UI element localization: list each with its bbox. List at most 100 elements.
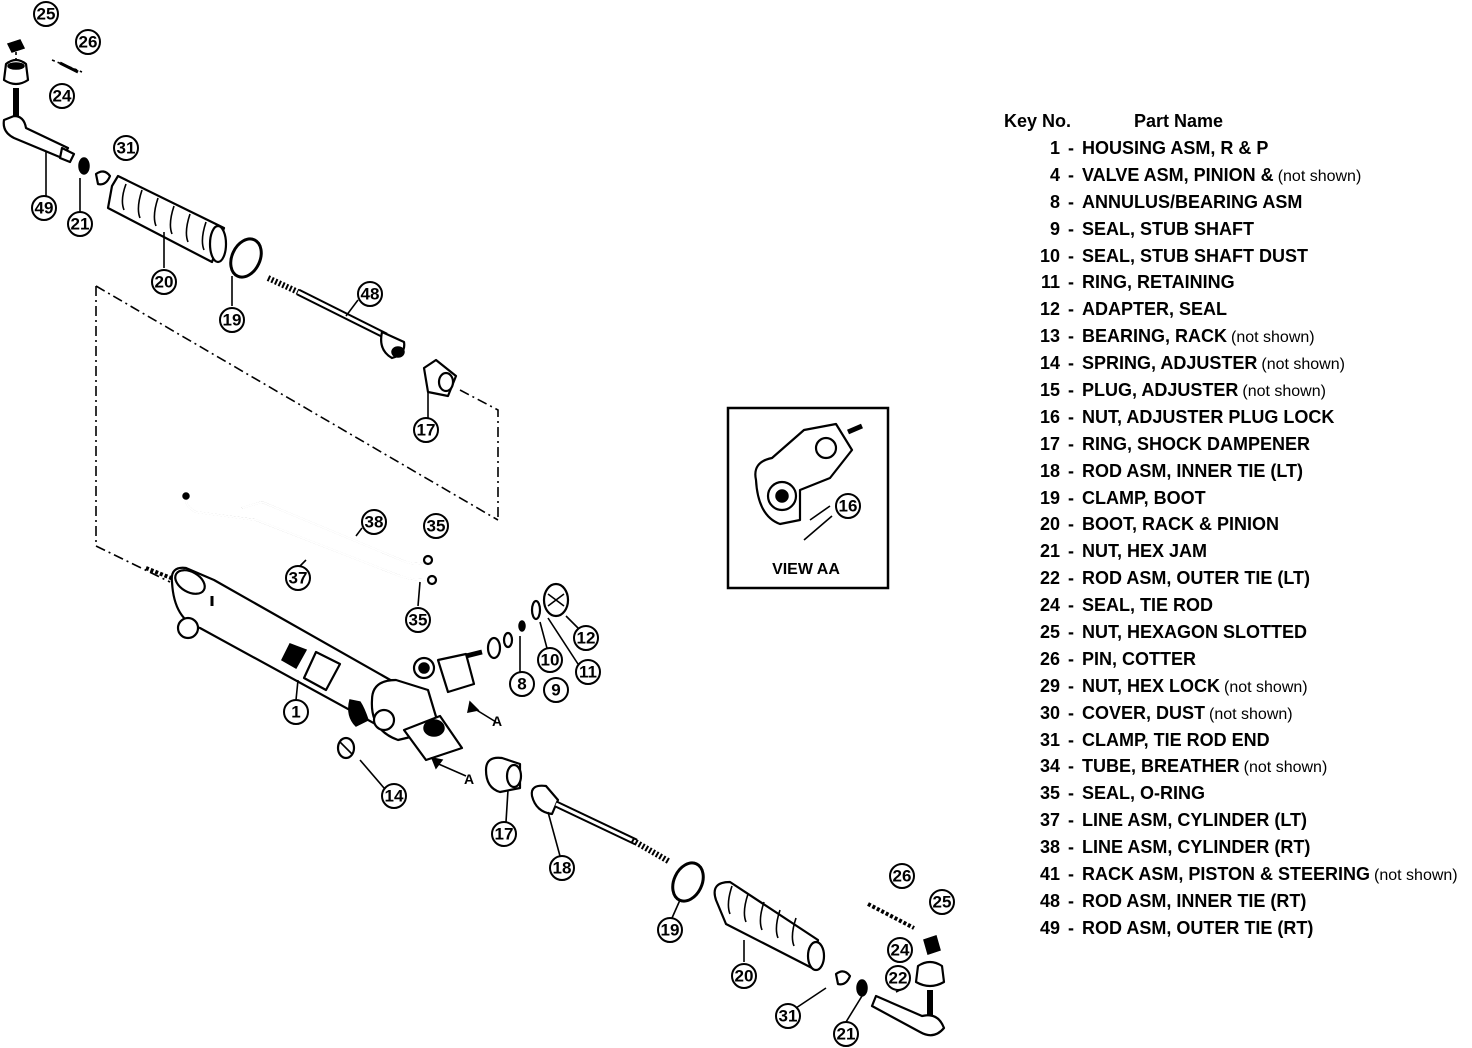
legend-separator: - (1068, 917, 1074, 938)
svg-text:24: 24 (53, 87, 72, 106)
legend-separator: - (1068, 245, 1074, 266)
callout-49: 49 (31, 195, 57, 221)
legend-part-label: BOOT, RACK & PINION (1082, 514, 1280, 535)
legend-row: 11-RING, RETAINING (1004, 269, 1470, 296)
legend-separator: - (1068, 864, 1074, 885)
legend-row: 14-SPRING, ADJUSTER(not shown) (1004, 350, 1470, 377)
legend-row: 26-PIN, COTTER (1004, 646, 1470, 673)
legend-key-number: 8 (1049, 191, 1060, 212)
svg-text:10: 10 (541, 651, 560, 670)
legend-row: 13-BEARING, RACK(not shown) (1004, 323, 1470, 350)
legend-key-number: 29 (1039, 675, 1060, 696)
svg-text:25: 25 (933, 893, 952, 912)
legend-part-note: (not shown) (1209, 705, 1293, 723)
legend-key-number: 15 (1039, 380, 1060, 401)
legend-separator: - (1068, 138, 1074, 158)
callout-16: 16 (835, 493, 861, 519)
legend-part-label: ADAPTER, SEAL (1082, 299, 1228, 320)
legend-key-number: 4 (1049, 164, 1060, 185)
legend-part-name: LINE ASM, CYLINDER (RT) (1082, 834, 1470, 861)
legend-part-name: HOUSING ASM, R & P (1082, 135, 1470, 162)
legend-part-name: PLUG, ADJUSTER(not shown) (1082, 377, 1470, 404)
section-a-markers: A A (430, 700, 502, 787)
legend-part-label: SEAL, STUB SHAFT DUST (1082, 245, 1309, 266)
svg-text:16: 16 (839, 497, 858, 516)
legend-separator: - (1068, 541, 1074, 562)
legend-row: 12-ADAPTER, SEAL (1004, 296, 1470, 323)
legend-part-name: COVER, DUST(not shown) (1082, 700, 1470, 727)
legend-part-name: CLAMP, TIE ROD END (1082, 727, 1470, 754)
legend-part-name: SEAL, STUB SHAFT DUST (1082, 243, 1470, 270)
svg-text:26: 26 (79, 33, 98, 52)
legend-part-note: (not shown) (1374, 867, 1458, 885)
legend-row: 37-LINE ASM, CYLINDER (LT) (1004, 807, 1470, 834)
legend-part-name: NUT, HEX JAM (1082, 538, 1470, 565)
legend-row: 31-CLAMP, TIE ROD END (1004, 727, 1470, 754)
rack-housing (145, 566, 483, 762)
legend-part-note: (not shown) (1242, 383, 1326, 401)
svg-text:22: 22 (889, 969, 908, 988)
callout-37: 37 (285, 565, 311, 591)
legend-part-note: (not shown) (1224, 678, 1308, 696)
legend-part-label: VALVE ASM, PINION & (1082, 164, 1274, 185)
legend-part-name: ROD ASM, INNER TIE (LT) (1082, 458, 1470, 485)
legend-part-label: RACK ASM, PISTON & STEERING (1082, 864, 1371, 885)
legend-separator: - (1068, 164, 1074, 185)
legend-key-number: 10 (1039, 245, 1060, 266)
legend-part-label: COVER, DUST (1082, 702, 1206, 723)
legend-key-number: 48 (1039, 890, 1060, 911)
legend-part-name: LINE ASM, CYLINDER (LT) (1082, 807, 1470, 834)
legend-key-number: 31 (1039, 729, 1060, 750)
legend-row: 48-ROD ASM, INNER TIE (RT) (1004, 888, 1470, 915)
svg-text:19: 19 (223, 311, 242, 330)
legend-key-number: 14 (1039, 353, 1060, 374)
legend-separator: - (1068, 353, 1074, 374)
legend-row: 29-NUT, HEX LOCK(not shown) (1004, 673, 1470, 700)
svg-text:26: 26 (893, 867, 912, 886)
legend-separator: - (1068, 622, 1074, 643)
callout-11: 11 (575, 659, 601, 685)
legend-part-label: ANNULUS/BEARING ASM (1082, 191, 1303, 212)
legend-part-label: ROD ASM, INNER TIE (RT) (1082, 890, 1307, 911)
callout-24-top: 24 (49, 83, 75, 109)
legend-separator: - (1068, 218, 1074, 239)
legend-row: 20-BOOT, RACK & PINION (1004, 511, 1470, 538)
legend-part-name: ANNULUS/BEARING ASM (1082, 189, 1470, 216)
svg-text:A: A (464, 771, 474, 787)
callout-35-upper: 35 (423, 513, 449, 539)
callout-12: 12 (573, 625, 599, 651)
legend-separator: - (1068, 326, 1074, 347)
legend-key-number: 9 (1049, 218, 1060, 239)
legend-key-number: 13 (1039, 326, 1060, 347)
legend-row: 9-SEAL, STUB SHAFT (1004, 216, 1470, 243)
legend-row: 21-NUT, HEX JAM (1004, 538, 1470, 565)
boot-clamp-bottom (671, 861, 705, 903)
svg-text:21: 21 (71, 215, 90, 234)
outer-tie-rod-lt (834, 902, 946, 1037)
outer-tie-rod-rt (2, 39, 112, 186)
legend-part-label: HOUSING ASM, R & P (1082, 138, 1269, 158)
svg-text:1: 1 (291, 703, 300, 722)
callout-26-top: 26 (75, 29, 101, 55)
legend-part-name: SEAL, O-RING (1082, 780, 1470, 807)
legend-row: 18-ROD ASM, INNER TIE (LT) (1004, 458, 1470, 485)
legend-part-name: RING, SHOCK DAMPENER (1082, 431, 1470, 458)
svg-text:49: 49 (35, 199, 54, 218)
legend-row: 4-VALVE ASM, PINION &(not shown) (1004, 162, 1470, 189)
callout-17-top: 17 (413, 417, 439, 443)
svg-text:18: 18 (553, 859, 572, 878)
svg-text:17: 17 (495, 825, 514, 844)
legend-part-name: NUT, HEX LOCK(not shown) (1082, 673, 1470, 700)
callout-48: 48 (357, 281, 383, 307)
svg-text:37: 37 (289, 569, 308, 588)
callout-18: 18 (549, 855, 575, 881)
legend-part-label: ROD ASM, OUTER TIE (RT) (1082, 917, 1314, 938)
legend-separator: - (1068, 756, 1074, 777)
legend-key-number: 20 (1039, 514, 1060, 535)
svg-text:21: 21 (837, 1025, 856, 1044)
assembly-bracket-line (95, 286, 171, 583)
legend-key-number: 16 (1039, 406, 1060, 427)
legend-separator: - (1068, 406, 1074, 427)
legend-separator: - (1068, 648, 1074, 669)
svg-text:8: 8 (517, 675, 526, 694)
